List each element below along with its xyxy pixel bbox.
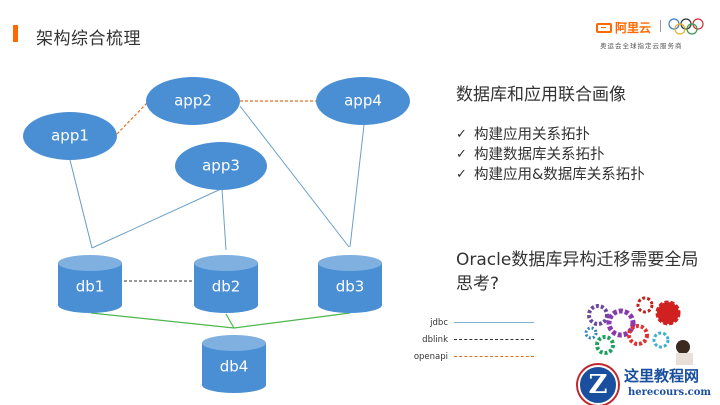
node-app3: app3 (175, 142, 267, 190)
edge-db3-db4 (233, 312, 351, 329)
gear-icon (595, 335, 615, 355)
app-ellipse (146, 77, 240, 125)
node-app1: app1 (23, 112, 117, 160)
watermark-url: herecours.com (628, 387, 712, 398)
node-db1: db1 (58, 255, 122, 313)
node-label: app1 (51, 127, 89, 145)
title-accent-bar (13, 25, 18, 42)
edge-db1-db4 (90, 312, 235, 329)
aliyun-brand-text: 阿里云 (615, 21, 652, 35)
checklist-text: 构建应用&数据库关系拓扑 (474, 167, 645, 183)
edge-db2-db4 (225, 313, 235, 329)
gear-icon (587, 304, 609, 326)
node-label: app4 (344, 92, 382, 110)
edge-app1-db1 (69, 159, 93, 249)
legend-label: openapi (413, 351, 448, 362)
legend-label: jdbc (430, 317, 448, 328)
node-label: app2 (174, 92, 212, 110)
checklist-item: ✓ 构建数据库关系拓扑 (456, 145, 645, 165)
db-cylinder-top (202, 335, 266, 351)
architecture-diagram: app1 app2 app3 app4 db1 db2 db3 db4 (23, 77, 410, 393)
db-cylinder-body (194, 263, 258, 313)
edge-app3-db1 (91, 188, 222, 249)
checklist-text: 构建应用关系拓扑 (474, 127, 590, 143)
node-label: app3 (202, 157, 240, 175)
gear-icon (584, 326, 598, 340)
check-icon: ✓ (456, 167, 467, 182)
node-db2: db2 (194, 255, 258, 313)
aliyun-slogan: 奥运会全球指定云服务商 (600, 42, 683, 50)
watermark-logo-icon: Z (578, 365, 618, 405)
edge-app4-db3 (349, 124, 365, 248)
edges-layer (69, 100, 365, 329)
edge-app3-db2 (221, 188, 227, 251)
legend-item-dblink: dblink (408, 331, 534, 348)
node-label: db1 (76, 278, 105, 296)
heading-oracle-migration: Oracle数据库异构迁移需要全局思考? (456, 250, 699, 294)
node-label: db2 (212, 278, 241, 296)
person-icon (676, 340, 693, 365)
checklist-text: 构建数据库关系拓扑 (474, 147, 605, 163)
db-cylinder-top (194, 255, 258, 271)
legend: jdbc dblink openapi (408, 314, 534, 365)
node-db3: db3 (318, 255, 382, 313)
checklist-item: ✓ 构建应用关系拓扑 (456, 125, 645, 145)
node-app2: app2 (146, 77, 240, 125)
node-label: db4 (220, 358, 249, 376)
db-cylinder-body (202, 343, 266, 393)
olympic-rings-icon (668, 18, 704, 35)
edge-app1-app2 (116, 102, 148, 135)
app-ellipse (175, 142, 267, 190)
gear-icon (652, 331, 670, 349)
legend-line-dashed (454, 339, 534, 340)
app-ellipse (316, 77, 410, 125)
db-cylinder-top (58, 255, 122, 271)
heading-profile: 数据库和应用联合画像 (456, 85, 626, 105)
checklist: ✓ 构建应用关系拓扑 ✓ 构建数据库关系拓扑 ✓ 构建应用&数据库关系拓扑 (456, 125, 645, 185)
page-title: 架构综合梳理 (36, 29, 141, 49)
node-label: db3 (336, 278, 365, 296)
app-ellipse (23, 112, 117, 160)
check-icon: ✓ (456, 147, 467, 162)
watermark: Z 这里教程网 herecours.com (572, 363, 720, 405)
legend-item-openapi: openapi (408, 348, 534, 365)
legend-item-jdbc: jdbc (408, 314, 534, 331)
check-icon: ✓ (456, 127, 467, 142)
db-cylinder-body (58, 263, 122, 313)
watermark-title: 这里教程网 (624, 367, 700, 385)
aliyun-bracket-icon (596, 22, 612, 33)
node-app4: app4 (316, 77, 410, 125)
gear-icon (627, 324, 649, 346)
logo-divider (660, 20, 661, 32)
node-db4: db4 (202, 335, 266, 393)
gear-icon (606, 308, 636, 338)
aliyun-brand: 阿里云 (596, 19, 651, 36)
gears-illustration (584, 296, 693, 365)
db-cylinder-body (318, 263, 382, 313)
legend-line-dashed-orange (454, 356, 534, 357)
db-cylinder-top (318, 255, 382, 271)
gear-icon (655, 300, 681, 326)
gear-icon (636, 296, 654, 314)
aliyun-logo: 阿里云 奥运会全球指定云服务商 (596, 14, 714, 54)
nodes-layer: app1 app2 app3 app4 db1 db2 db3 db4 (23, 77, 410, 393)
legend-line-solid (454, 322, 534, 323)
edge-app2-db3 (239, 105, 350, 248)
legend-label: dblink (422, 334, 448, 345)
checklist-item: ✓ 构建应用&数据库关系拓扑 (456, 165, 645, 185)
